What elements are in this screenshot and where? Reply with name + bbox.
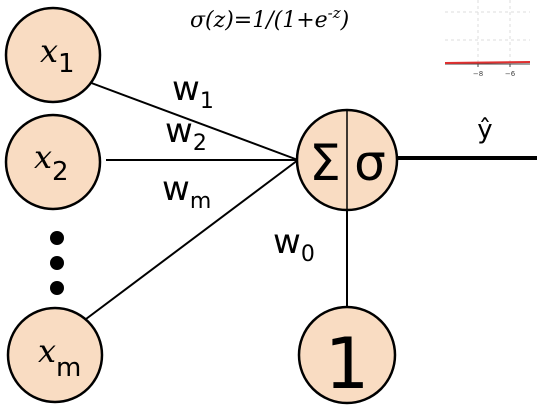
bias-label: 1 [325, 323, 370, 405]
bias-node [297, 305, 397, 405]
input-node-x2 [4, 113, 102, 211]
sigmoid-inset-plot: −8 −6 [444, 0, 531, 78]
inset-sigmoid-curve [444, 61, 531, 64]
sum-symbol: Σ [309, 134, 341, 192]
output-label: ŷ [477, 115, 492, 145]
ellipsis-dot [50, 256, 64, 270]
weight-label-wm: wm [162, 169, 211, 214]
input-node-xm [6, 306, 104, 404]
inset-tick-label: −8 [473, 70, 483, 78]
weight-label-w1: w1 [172, 69, 214, 114]
sigmoid-formula: σ(z)=1/(1+e-z) [190, 4, 349, 33]
edge-xm-neuron [81, 159, 299, 323]
inset-tick-label: −6 [505, 70, 516, 78]
sigma-symbol: σ [354, 134, 386, 192]
input-label-xm: xm [38, 332, 81, 383]
weight-label-w2: w2 [165, 111, 207, 156]
input-label-x1: x1 [40, 32, 75, 79]
edge-x1-neuron [77, 77, 299, 161]
input-label-x2: x2 [34, 138, 69, 187]
ellipsis-dot [50, 231, 64, 245]
input-node-x1 [4, 6, 102, 104]
ellipsis-dot [50, 281, 64, 295]
weight-label-w0: w0 [273, 222, 315, 267]
